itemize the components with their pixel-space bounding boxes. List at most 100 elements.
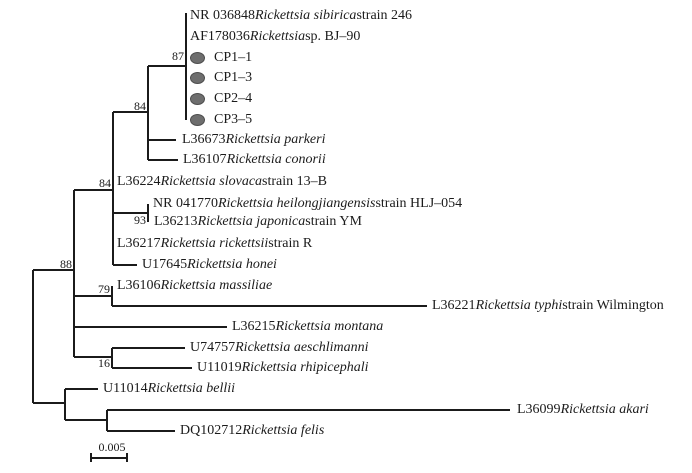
spine-akari-felis-clade — [106, 410, 108, 431]
accession-text: CP1–1 — [214, 50, 253, 65]
taxon-label-montana: L36215 Rickettsia montana — [232, 320, 383, 334]
accession-text: sp. BJ–90 — [305, 29, 361, 44]
species-name: Rickettsia parkeri — [225, 132, 326, 147]
branch-84-lower-clade — [74, 189, 113, 191]
accession-text: NR 041770 — [153, 196, 218, 211]
taxon-label-aeschlimanni: U74757 Rickettsia aeschlimanni — [190, 341, 368, 355]
accession-text: L36221 — [432, 298, 476, 313]
bootstrap-value: 88 — [60, 257, 72, 271]
accession-text: U11014 — [103, 381, 148, 396]
taxon-label-heilongjiangensis: NR 041770 Rickettsia heilongjiangensis s… — [153, 197, 462, 211]
bootstrap-value: 93 — [134, 213, 146, 227]
scale-bar-left-tick — [90, 453, 92, 462]
taxon-label-felis: DQ102712 Rickettsia felis — [180, 424, 324, 438]
accession-text: L36224 — [117, 174, 161, 189]
spine-16-clade — [111, 348, 113, 368]
branch-79-clade — [74, 295, 112, 297]
accession-text: CP1–3 — [214, 70, 253, 85]
accession-text: L36217 — [117, 236, 161, 251]
accession-text: U74757 — [190, 340, 236, 355]
taxon-label-cp1-1: CP1–1 — [190, 51, 252, 65]
branch-akari — [107, 409, 510, 411]
taxon-label-slovaca: L36224 Rickettsia slovaca strain 13–B — [117, 175, 327, 189]
branch-84-upper-clade — [113, 111, 148, 113]
branch-87-clade — [148, 65, 186, 67]
branch-parkeri — [148, 139, 176, 141]
branch-rhipicephali — [112, 367, 192, 369]
species-name: Rickettsia heilongjiangensis — [217, 196, 376, 211]
sample-marker-icon — [190, 72, 205, 84]
taxon-label-typhi: L36221 Rickettsia typhi strain Wilmingto… — [432, 299, 664, 313]
taxon-label-bj-90: AF178036 Rickettsia sp. BJ–90 — [190, 30, 360, 44]
branch-montana — [74, 326, 227, 328]
branch-honei — [113, 264, 137, 266]
taxon-label-rhipicephali: U11019 Rickettsia rhipicephali — [197, 361, 368, 375]
branch-bellii-clade — [33, 402, 65, 404]
taxon-label-japonica: L36213 Rickettsia japonica strain YM — [154, 215, 362, 229]
sample-marker-icon — [190, 52, 205, 64]
accession-text: strain 246 — [356, 8, 413, 23]
accession-text: U11019 — [197, 360, 242, 375]
sample-marker-icon — [190, 93, 205, 105]
scale-bar-label: 0.005 — [98, 440, 126, 454]
branch-93-clade — [113, 212, 148, 214]
accession-text: DQ102712 — [180, 423, 243, 438]
branch-bellii — [65, 388, 98, 390]
branch-conorii — [148, 159, 178, 161]
accession-text: L36107 — [183, 152, 227, 167]
bootstrap-value: 84 — [99, 176, 111, 190]
species-name: Rickettsia — [249, 29, 306, 44]
branch-felis — [107, 430, 175, 432]
species-name: Rickettsia rickettsii — [160, 236, 269, 251]
species-name: Rickettsia sibirica — [254, 8, 357, 23]
species-name: Rickettsia montana — [275, 319, 384, 334]
bootstrap-value: 84 — [134, 99, 146, 113]
taxon-label-rickettsii: L36217 Rickettsia rickettsii strain R — [117, 237, 312, 251]
accession-text: U17645 — [142, 257, 188, 272]
bootstrap-value: 87 — [172, 49, 184, 63]
spine-88-clade — [73, 190, 75, 357]
species-name: Rickettsia aeschlimanni — [235, 340, 369, 355]
spine-84-lower-clade — [112, 112, 114, 265]
accession-text: strain R — [268, 236, 313, 251]
taxon-label-akari: L36099 Rickettsia akari — [517, 403, 649, 417]
taxon-label-cp1-3: CP1–3 — [190, 71, 252, 85]
accession-text: L36106 — [117, 278, 161, 293]
taxon-label-cp2-4: CP2–4 — [190, 92, 252, 106]
scale-bar-line — [90, 457, 128, 459]
species-name: Rickettsia massiliae — [160, 278, 273, 293]
branch-typhi — [112, 305, 427, 307]
taxon-label-conorii: L36107 Rickettsia conorii — [183, 153, 326, 167]
species-name: Rickettsia honei — [187, 257, 277, 272]
accession-text: L36215 — [232, 319, 276, 334]
species-name: Rickettsia japonica — [197, 214, 306, 229]
taxon-label-honei: U17645 Rickettsia honei — [142, 258, 277, 272]
branch-16-clade — [74, 356, 112, 358]
sample-marker-icon — [190, 114, 205, 126]
bootstrap-value: 79 — [98, 282, 110, 296]
accession-text: L36099 — [517, 402, 561, 417]
accession-text: strain HLJ–054 — [375, 196, 463, 211]
scale-bar-right-tick — [126, 453, 128, 462]
species-name: Rickettsia conorii — [226, 152, 326, 167]
accession-text: L36673 — [182, 132, 226, 147]
spine-root — [32, 270, 34, 403]
species-name: Rickettsia typhi — [475, 298, 563, 313]
branch-88-clade — [33, 269, 74, 271]
accession-text: CP3–5 — [214, 112, 253, 127]
spine-87-clade — [185, 13, 187, 120]
spine-bellii-clade — [64, 389, 66, 420]
spine-93-clade — [147, 204, 149, 222]
accession-text: L36213 — [154, 214, 198, 229]
species-name: Rickettsia felis — [242, 423, 325, 438]
taxon-label-cp3-5: CP3–5 — [190, 113, 252, 127]
species-name: Rickettsia bellii — [147, 381, 236, 396]
taxon-label-sibirica: NR 036848 Rickettsia sibirica strain 246 — [190, 9, 412, 23]
taxon-label-parkeri: L36673 Rickettsia parkeri — [182, 133, 325, 147]
branch-aeschlimanni — [112, 347, 185, 349]
taxon-label-massiliae: L36106 Rickettsia massiliae — [117, 279, 272, 293]
accession-text: strain 13–B — [262, 174, 327, 189]
accession-text: CP2–4 — [214, 91, 253, 106]
accession-text: strain Wilmington — [562, 298, 664, 313]
